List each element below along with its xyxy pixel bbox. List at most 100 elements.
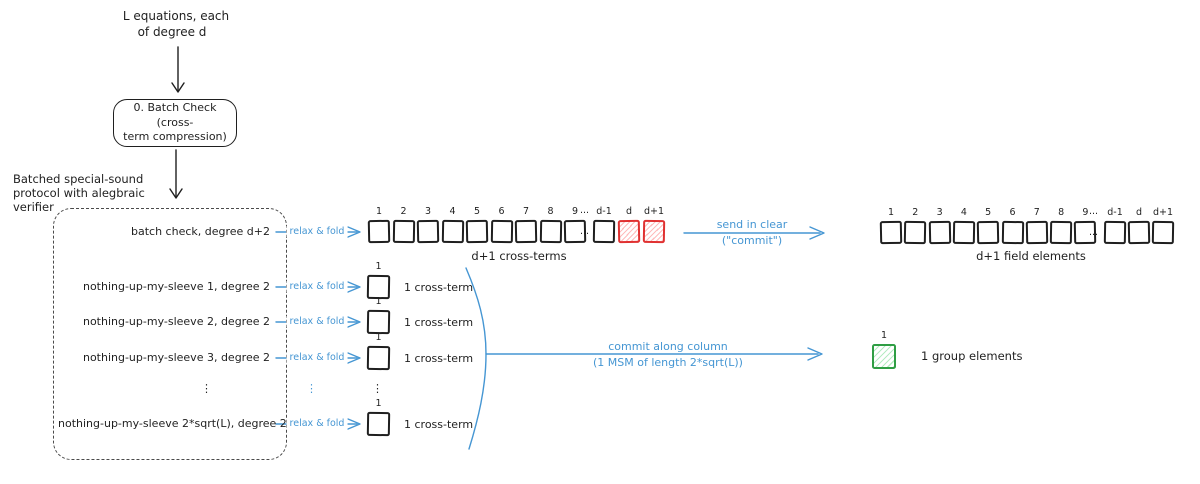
square bbox=[1001, 220, 1024, 245]
square bbox=[367, 219, 391, 244]
cell: 2 bbox=[392, 206, 415, 244]
group-element-caption: 1 group elements bbox=[921, 349, 1023, 363]
squares-ellipsis: ⋮ bbox=[372, 382, 383, 395]
arrowhead bbox=[169, 188, 183, 199]
send-in-clear-label-line1: send in clear bbox=[716, 218, 788, 231]
cell-index: 6 bbox=[498, 206, 505, 217]
relax-fold-label: relax & fold bbox=[286, 226, 348, 237]
cell-index: d-1 bbox=[1107, 207, 1123, 218]
single-caption-4: 1 cross-term bbox=[404, 418, 474, 431]
cell-index: 1 bbox=[375, 206, 383, 217]
cell-index: 8 bbox=[1058, 207, 1065, 218]
square bbox=[366, 345, 391, 371]
arrowhead bbox=[171, 82, 185, 93]
single-caption-3: 1 cross-term bbox=[404, 352, 474, 365]
row-label-nums-2: nothing-up-my-sleeve 2, degree 2 bbox=[82, 315, 270, 328]
cell-index: 7 bbox=[1033, 207, 1040, 218]
cell: 4 bbox=[441, 206, 464, 244]
green-hatched-square bbox=[872, 344, 896, 369]
arrowhead bbox=[347, 418, 361, 430]
single-cross-term-2: 1 bbox=[366, 296, 391, 335]
row-ellipsis-mid: ... bbox=[1089, 227, 1099, 238]
cell: 1 bbox=[879, 207, 903, 245]
cell-index: 4 bbox=[960, 207, 967, 218]
cell: 5 bbox=[465, 206, 489, 244]
input-label-line2: of degree d bbox=[137, 25, 207, 39]
cell: 9 bbox=[563, 206, 587, 244]
single-caption-1: 1 cross-term bbox=[404, 281, 474, 294]
cell-index: 5 bbox=[473, 206, 481, 217]
protocol-caption-line2: protocol with alegbraic bbox=[13, 186, 145, 200]
arrowhead bbox=[347, 281, 361, 293]
cell: 8 bbox=[1049, 207, 1073, 245]
red-hatched-cell: d bbox=[617, 206, 641, 244]
cell-index: 7 bbox=[522, 206, 530, 217]
cell-index: d bbox=[1135, 207, 1143, 218]
row-ellipsis-top: ... bbox=[580, 205, 590, 216]
commit-label-line1: commit along column bbox=[608, 340, 728, 353]
square bbox=[928, 220, 951, 245]
cell: d-1 bbox=[1103, 207, 1127, 245]
square bbox=[976, 220, 1000, 245]
cell-index: 5 bbox=[985, 207, 992, 218]
row-label-nums-1: nothing-up-my-sleeve 1, degree 2 bbox=[82, 280, 270, 293]
cell-index: 3 bbox=[936, 207, 943, 218]
square bbox=[441, 219, 464, 244]
arrowhead bbox=[347, 352, 361, 364]
square bbox=[1049, 220, 1073, 245]
cell-index: 2 bbox=[400, 206, 407, 217]
arrowhead bbox=[347, 226, 361, 238]
square bbox=[904, 220, 927, 245]
relax-fold-label: relax & fold bbox=[286, 316, 348, 327]
cell-index: d-1 bbox=[596, 206, 612, 217]
cell: 4 bbox=[952, 207, 976, 245]
cell-index: 2 bbox=[912, 207, 919, 218]
cell-index: 9 bbox=[1082, 207, 1089, 218]
row-label-nums-last: nothing-up-my-sleeve 2*sqrt(L), degree 2 bbox=[58, 417, 287, 430]
row-ellipsis-top: ... bbox=[1089, 206, 1099, 217]
cell-index: 6 bbox=[1009, 207, 1016, 218]
batch-check-line2: term compression) bbox=[123, 130, 227, 144]
square bbox=[879, 220, 903, 245]
send-in-clear-label-line2: ("commit") bbox=[721, 234, 783, 247]
square bbox=[1103, 220, 1127, 245]
protocol-dashed-box bbox=[53, 208, 287, 460]
square bbox=[642, 219, 666, 244]
rows-ellipsis: ⋮ bbox=[201, 382, 212, 395]
cell-index: d+1 bbox=[643, 206, 665, 217]
cell-index: 8 bbox=[547, 206, 554, 217]
relax-fold-label: relax & fold bbox=[286, 418, 348, 429]
square bbox=[514, 219, 538, 244]
arrowhead bbox=[807, 347, 823, 361]
cell-index: 1 bbox=[375, 296, 382, 307]
protocol-caption-line1: Batched special-sound bbox=[13, 172, 144, 186]
batch-check-box: 0. Batch Check (cross- term compression) bbox=[113, 99, 237, 147]
cell-index: 1 bbox=[887, 207, 895, 218]
square bbox=[366, 411, 391, 437]
protocol-caption-line3: verifier bbox=[13, 200, 54, 214]
arrows-ellipsis: ⋮ bbox=[306, 382, 317, 395]
cell: d-1 bbox=[592, 206, 616, 244]
cell-index: 3 bbox=[424, 206, 432, 217]
square bbox=[490, 219, 513, 244]
cell-index: 4 bbox=[449, 206, 456, 217]
square bbox=[1127, 220, 1151, 245]
relax-fold-label: relax & fold bbox=[286, 352, 348, 363]
cell-index: 9 bbox=[571, 206, 579, 217]
cell: 5 bbox=[976, 207, 1000, 245]
square bbox=[1151, 220, 1175, 245]
row-label-batch-check: batch check, degree d+2 bbox=[131, 225, 270, 238]
commit-label-line2: (1 MSM of length 2*sqrt(L)) bbox=[593, 356, 743, 369]
cross-term-row-caption: d+1 cross-terms bbox=[471, 249, 567, 263]
field-row-caption: d+1 field elements bbox=[976, 249, 1086, 263]
single-cross-term-3: 1 bbox=[366, 332, 391, 371]
cell-index: d+1 bbox=[1152, 207, 1174, 218]
cell: 7 bbox=[1025, 207, 1049, 245]
cell-index: 1 bbox=[375, 261, 382, 272]
cell: 2 bbox=[904, 207, 927, 245]
cell-index: 1 bbox=[880, 330, 888, 341]
cell: 9 bbox=[1074, 207, 1097, 245]
square bbox=[1025, 220, 1049, 245]
single-cross-term-1: 1 bbox=[366, 261, 391, 300]
cell: 6 bbox=[490, 206, 513, 244]
